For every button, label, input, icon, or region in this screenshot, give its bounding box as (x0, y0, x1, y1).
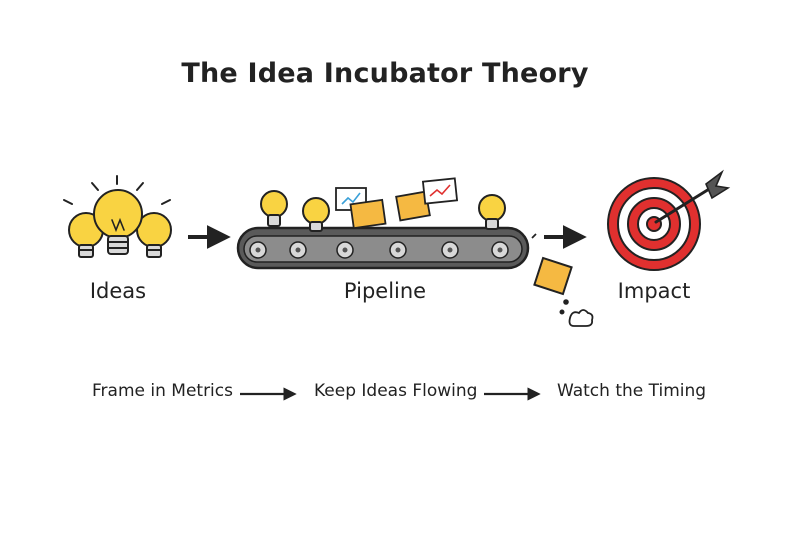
ideas-lightbulbs-icon (63, 175, 172, 258)
metric-card-icon (395, 177, 459, 222)
belt-lightbulb-icon (260, 190, 288, 227)
belt-lightbulb-icon (478, 194, 506, 230)
belt-lightbulb-icon (302, 197, 330, 232)
stage-label-ideas: Ideas (89, 279, 147, 303)
stage-label-impact: Impact (617, 279, 691, 303)
dart-arrow-icon (654, 169, 731, 224)
conveyor-belt-icon (236, 226, 530, 270)
step-keep-ideas-flowing: Keep Ideas Flowing (314, 381, 478, 401)
target-icon (607, 177, 701, 271)
stage-label-pipeline: Pipeline (343, 279, 427, 303)
step-frame-in-metrics: Frame in Metrics (92, 381, 233, 401)
dust-cloud-icon (568, 309, 594, 327)
diagram-title: The Idea Incubator Theory (181, 58, 589, 89)
falling-card-icon (531, 233, 573, 315)
step-watch-the-timing: Watch the Timing (557, 381, 707, 401)
metric-card-icon (335, 187, 387, 230)
